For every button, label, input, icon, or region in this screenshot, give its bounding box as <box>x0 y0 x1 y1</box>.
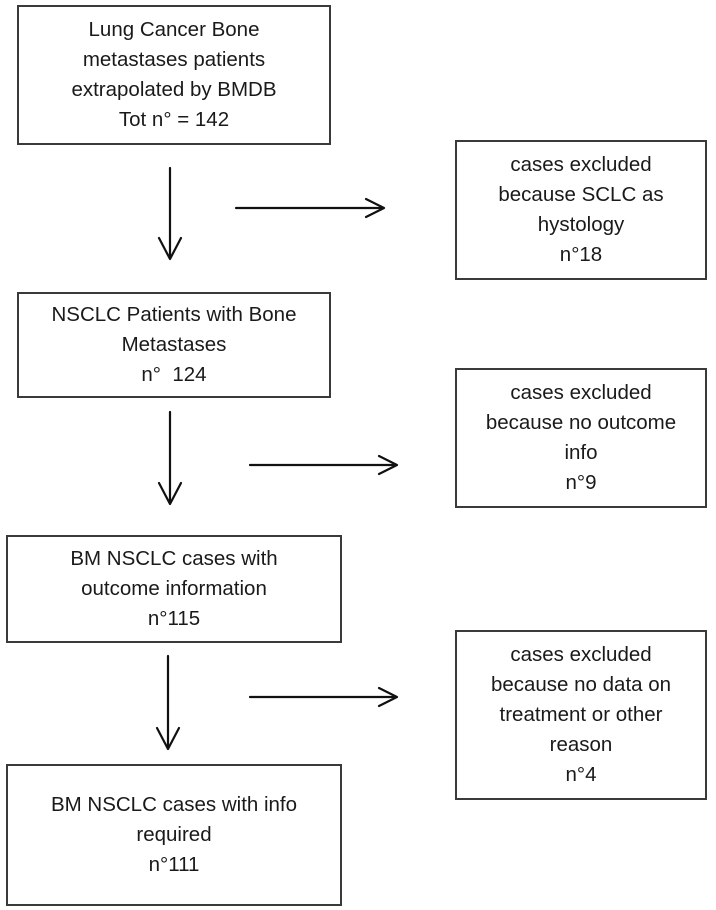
box-text-line: n°18 <box>559 243 603 266</box>
box-text-line: cases excluded <box>510 643 652 666</box>
exclusion-box-no-treatment-data: cases excluded because no data on treatm… <box>455 630 707 800</box>
box-text-line: reason <box>549 733 613 756</box>
down-arrow-1 <box>157 166 183 261</box>
exclusion-box-sclc: cases excluded because SCLC as hystology… <box>455 140 707 280</box>
box-text-line: cases excluded <box>510 153 652 176</box>
box-text-line: BM NSCLC cases with info <box>50 793 298 816</box>
box-text-line: cases excluded <box>510 381 652 404</box>
box-text-line: because SCLC as <box>498 183 664 206</box>
box-text-line: hystology <box>537 213 625 236</box>
box-text-line: n° 124 <box>141 363 207 386</box>
box-text-line: n°111 <box>148 853 200 876</box>
box-text-line: info <box>564 441 598 464</box>
box-text-line: required <box>136 823 212 846</box>
box-text-line: n°9 <box>565 471 597 494</box>
box-text-line: n°4 <box>565 763 597 786</box>
box-text-line: Metastases <box>121 333 227 356</box>
exclusion-box-no-outcome: cases excluded because no outcome info n… <box>455 368 707 508</box>
box-text-line: Lung Cancer Bone <box>88 18 260 41</box>
box-text-line: NSCLC Patients with Bone <box>51 303 297 326</box>
right-arrow-1 <box>234 197 386 219</box>
box-text-line: BM NSCLC cases with <box>70 547 278 570</box>
step-box-outcome-information: BM NSCLC cases with outcome information … <box>6 535 342 643</box>
box-text-line: because no outcome <box>485 411 677 434</box>
down-arrow-2 <box>157 410 183 506</box>
step-box-nsclc-patients: NSCLC Patients with Bone Metastases n° 1… <box>17 292 331 398</box>
down-arrow-3 <box>155 654 181 751</box>
step-box-info-required: BM NSCLC cases with info required n°111 <box>6 764 342 906</box>
step-box-total-patients: Lung Cancer Bone metastases patients ext… <box>17 5 331 145</box>
box-text-line: extrapolated by BMDB <box>71 78 277 101</box>
box-text-line: outcome information <box>81 577 267 600</box>
box-text-line: treatment or other <box>499 703 663 726</box>
box-text-line: because no data on <box>490 673 672 696</box>
box-text-line: n°115 <box>147 607 201 630</box>
box-text-line: metastases patients <box>82 48 266 71</box>
right-arrow-2 <box>248 454 399 476</box>
right-arrow-3 <box>248 686 399 708</box>
box-text-line: Tot n° = 142 <box>118 108 230 131</box>
